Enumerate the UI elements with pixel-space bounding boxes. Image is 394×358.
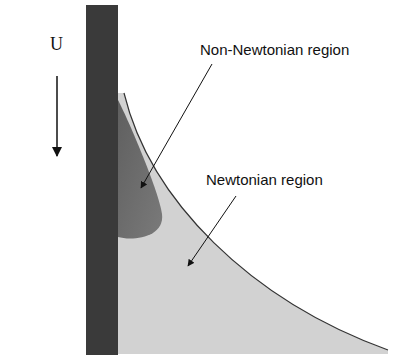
leader-line <box>141 64 212 188</box>
non-newtonian-region-shape <box>118 100 162 238</box>
leader-line <box>188 196 236 266</box>
region-label: Newtonian region <box>206 171 323 189</box>
moving-wall <box>86 5 118 355</box>
velocity-arrow <box>56 76 58 156</box>
region-label: Non-Newtonian region <box>200 41 349 59</box>
newtonian-region-shape <box>118 93 388 354</box>
free-surface-curve <box>124 93 388 350</box>
velocity-label: U <box>50 34 63 56</box>
